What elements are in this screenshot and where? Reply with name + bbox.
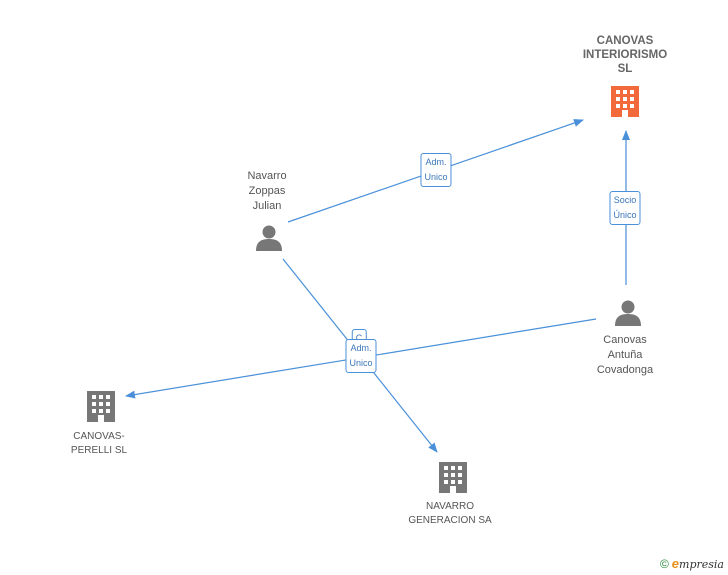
label-line: Navarro <box>247 170 287 182</box>
label-line: Antuña <box>607 349 643 361</box>
edge-label-line: Unico <box>349 358 373 368</box>
label-line: CANOVAS- <box>73 431 125 442</box>
node-label-canovas-perelli[interactable]: CANOVAS- PERELLI SL <box>71 430 127 458</box>
edge-label-line: Unico <box>424 172 448 182</box>
label-line: Julian <box>252 200 282 212</box>
building-icon[interactable] <box>611 86 639 117</box>
label-line: PERELLI SL <box>70 445 128 456</box>
node-label-canovas-antuna[interactable]: Canovas Antuña Covadonga <box>597 333 653 378</box>
edge-label-line: Adm. <box>350 343 372 353</box>
edge-label-line: Único <box>613 210 637 220</box>
brand-name: mpresia <box>679 558 724 571</box>
person-icon[interactable] <box>256 225 282 252</box>
brand-logo-e: e <box>671 556 680 571</box>
edge-label-socio-unico[interactable]: Socio Único <box>609 191 641 225</box>
label-line: GENERACION SA <box>408 515 492 526</box>
footer-brand[interactable]: ©empresia <box>660 556 724 571</box>
label-line: INTERIORISMO <box>582 49 668 61</box>
building-icon[interactable] <box>439 462 467 493</box>
edge-label-line: Socio <box>613 195 637 205</box>
copyright-symbol: © <box>659 557 669 571</box>
label-line: SL <box>617 63 633 75</box>
edge-label-adm-unico[interactable]: Adm. Unico <box>345 339 377 373</box>
node-label-canovas-interiorismo[interactable]: CANOVAS INTERIORISMO SL <box>583 34 667 76</box>
label-line: Covadonga <box>596 364 654 376</box>
label-line: Canovas <box>603 334 647 346</box>
edge-label-line: Adm. <box>425 157 447 167</box>
node-label-navarro-zoppas[interactable]: Navarro Zoppas Julian <box>247 169 286 214</box>
label-line: Zoppas <box>248 185 286 197</box>
node-label-navarro-generacion[interactable]: NAVARRO GENERACION SA <box>408 500 491 528</box>
label-line: CANOVAS <box>596 35 654 47</box>
building-icon[interactable] <box>87 391 115 422</box>
edge-label-line: C <box>355 333 363 343</box>
person-icon[interactable] <box>615 300 641 327</box>
edge-label-adm-unico[interactable]: Adm. Unico <box>420 153 452 187</box>
label-line: NAVARRO <box>426 501 474 512</box>
